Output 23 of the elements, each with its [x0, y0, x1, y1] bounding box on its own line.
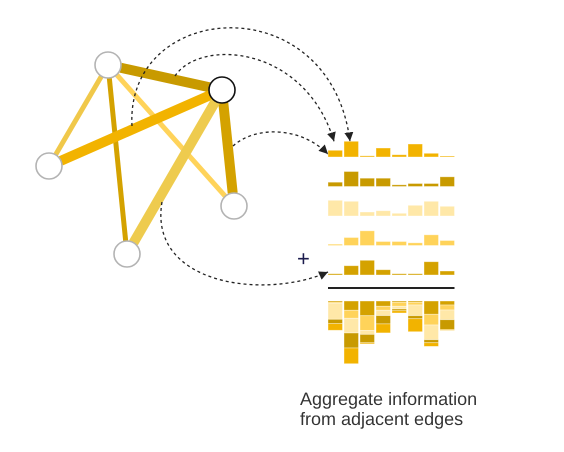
node-circle [208, 76, 236, 104]
dashed-arrow [131, 27, 352, 142]
graph-edge [114, 73, 228, 198]
dashed-arrow [160, 202, 328, 286]
node-circle [113, 240, 141, 268]
bar-chart [328, 140, 455, 158]
graph-edge [58, 90, 212, 166]
graph-edge [53, 74, 104, 156]
node-circle [94, 51, 122, 79]
bar-chart [328, 171, 455, 187]
node-circle [35, 152, 63, 180]
bar-chart [328, 260, 455, 276]
plus-sign: + [297, 248, 310, 270]
graph-edge [129, 98, 220, 246]
dashed-arrow [232, 131, 328, 154]
bar-chart [328, 230, 455, 246]
caption: Aggregate information from adjacent edges [300, 389, 478, 429]
graph-edge [120, 62, 210, 92]
graph-edge [218, 102, 238, 194]
bar-chart [328, 200, 455, 216]
node-circle [220, 192, 248, 220]
dashed-arrow [174, 54, 335, 142]
graph-edge [106, 78, 128, 242]
